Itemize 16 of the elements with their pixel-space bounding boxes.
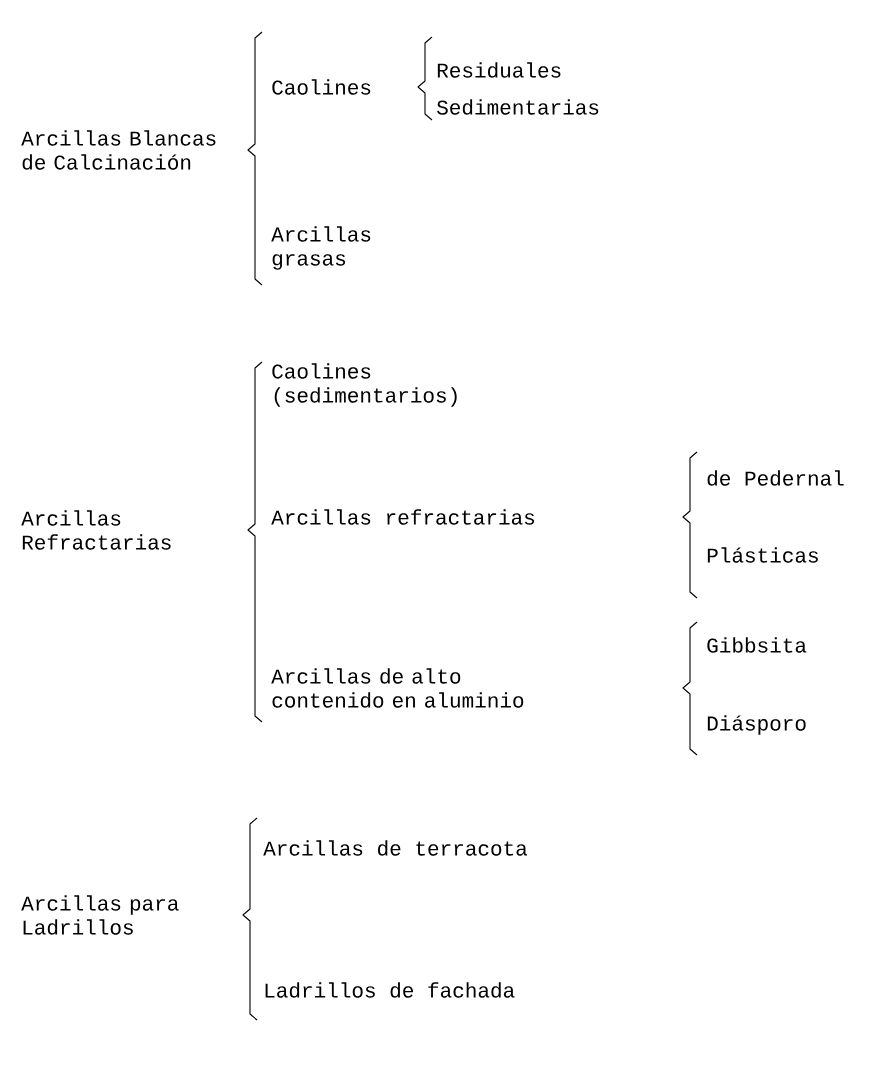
- category-label: Arcillas Refractarias: [21, 510, 171, 550]
- category-label: Gibbsita: [707, 637, 807, 653]
- category-label: Diásporo: [707, 715, 806, 735]
- category-label: Ladrillos de fachada: [265, 982, 515, 998]
- category-label: Arcillas de terracota: [263, 840, 528, 856]
- category-label: Arcillas refractarias: [271, 509, 535, 525]
- category-label: Caolines: [272, 79, 371, 95]
- category-label: Caolines (sedimentarios): [272, 363, 457, 407]
- category-label: Plásticas: [707, 547, 818, 563]
- category-label: Arcillas Blancas de Calcinación: [21, 130, 216, 170]
- category-label: Sedimentarias: [437, 99, 599, 115]
- category-label: Residuales: [437, 62, 561, 78]
- category-label: Arcillas de alto contenido en aluminio: [271, 668, 524, 708]
- category-label: de Pedernal: [707, 470, 844, 486]
- category-label: Arcillas grasas: [271, 226, 371, 270]
- category-label: Arcillas para Ladrillos: [21, 895, 179, 935]
